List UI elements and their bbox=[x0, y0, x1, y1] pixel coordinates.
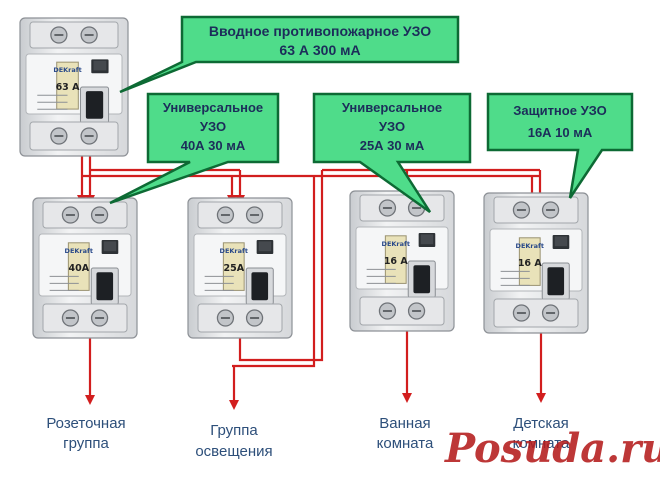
callout-rcd3: Защитное УЗО 16А 10 мА bbox=[486, 92, 634, 199]
rcd-main-63a: DEKraft 63 А bbox=[19, 17, 129, 157]
callout-main: Вводное противопожарное УЗО 63 А 300 мА bbox=[119, 15, 460, 94]
callout-rcd1-line1: Универсальное bbox=[163, 100, 263, 115]
test-button-face bbox=[258, 241, 272, 252]
callout-rcd2-line1: Универсальное bbox=[342, 100, 442, 115]
brand-label: DEKraft bbox=[53, 66, 81, 74]
brand-label: DEKraft bbox=[65, 247, 93, 255]
toggle-lever bbox=[413, 265, 431, 294]
callout-rcd2-box bbox=[312, 92, 472, 214]
label-sockets-line1: Розеточная bbox=[46, 415, 125, 432]
toggle-lever bbox=[251, 272, 269, 301]
callout-main-line2: 63 А 300 мА bbox=[279, 42, 360, 58]
rcd-25a-lighting-group: DEKraft 25А bbox=[187, 197, 293, 339]
bottom-terminal-block bbox=[42, 303, 128, 333]
toggle-lever bbox=[96, 272, 114, 301]
callout-rcd3-box bbox=[486, 92, 634, 199]
label-lighting-line1: Группа bbox=[210, 422, 258, 439]
toggle-lever bbox=[85, 91, 104, 119]
output-label-lighting: Группа освещения bbox=[195, 422, 272, 460]
rating-value: 40А bbox=[68, 263, 89, 274]
callout-main-line1: Вводное противопожарное УЗО bbox=[209, 23, 431, 39]
test-button-face bbox=[103, 241, 117, 252]
brand-label: DEKraft bbox=[220, 247, 248, 255]
test-button-face bbox=[93, 60, 107, 71]
rating-value: 25А bbox=[223, 263, 244, 274]
label-sockets-line2: группа bbox=[63, 435, 109, 452]
rcd-16a-kids-room: DEKraft 16 А bbox=[483, 192, 589, 334]
output-label-bathroom: Ванная комната bbox=[377, 415, 434, 452]
callout-rcd1-box bbox=[109, 92, 280, 205]
test-button-face bbox=[420, 234, 434, 245]
watermark-text: Posuda.ru bbox=[444, 425, 660, 472]
toggle-lever bbox=[547, 267, 565, 296]
bottom-terminal-block bbox=[493, 298, 579, 328]
rcd-16a-bathroom: DEKraft 16 А bbox=[349, 190, 455, 332]
top-terminal-block bbox=[197, 201, 283, 229]
bottom-terminal-block bbox=[359, 296, 445, 326]
brand-label: DEKraft bbox=[516, 242, 544, 250]
wire-lighting-loop-2 bbox=[232, 176, 316, 368]
wiring bbox=[77, 152, 546, 410]
callout-rcd3-line1: Защитное УЗО bbox=[513, 103, 607, 118]
output-label-kids-room: Детская комната bbox=[513, 415, 570, 452]
watermark: Posuda.ru bbox=[444, 425, 660, 472]
bottom-terminal-block bbox=[197, 303, 283, 333]
top-terminal-block bbox=[42, 201, 128, 229]
top-terminal-block bbox=[29, 21, 119, 49]
rcd-40a-socket-group: DEKraft 40А bbox=[32, 197, 138, 339]
rating-value: 16 А bbox=[384, 256, 409, 267]
test-button-face bbox=[554, 236, 568, 247]
callout-rcd2-line3: 25А 30 мА bbox=[360, 138, 425, 153]
callout-rcd1: Универсальное УЗО 40А 30 мА bbox=[109, 92, 280, 205]
bottom-terminal-block bbox=[29, 121, 119, 151]
callout-rcd1-line3: 40А 30 мА bbox=[181, 138, 246, 153]
wire-lighting-loop-1 bbox=[238, 170, 324, 362]
output-label-sockets: Розеточная группа bbox=[46, 415, 125, 452]
label-bathroom-line2: комната bbox=[377, 435, 434, 452]
rating-label bbox=[56, 61, 79, 110]
label-kids-line1: Детская bbox=[513, 415, 569, 432]
callout-rcd1-line2: УЗО bbox=[200, 119, 226, 134]
label-lighting-line2: освещения bbox=[195, 443, 272, 460]
callout-main-box bbox=[119, 15, 460, 94]
top-terminal-block bbox=[493, 196, 579, 224]
callout-rcd2-line2: УЗО bbox=[379, 119, 405, 134]
callout-rcd3-line2: 16А 10 мА bbox=[528, 125, 593, 140]
brand-label: DEKraft bbox=[382, 240, 410, 248]
rating-value: 63 А bbox=[56, 82, 81, 93]
callout-rcd2: Универсальное УЗО 25А 30 мА bbox=[312, 92, 472, 214]
label-bathroom-line1: Ванная bbox=[379, 415, 430, 432]
top-terminal-block bbox=[359, 194, 445, 222]
rating-value: 16 А bbox=[518, 258, 543, 269]
label-kids-line2: комната bbox=[513, 435, 570, 452]
